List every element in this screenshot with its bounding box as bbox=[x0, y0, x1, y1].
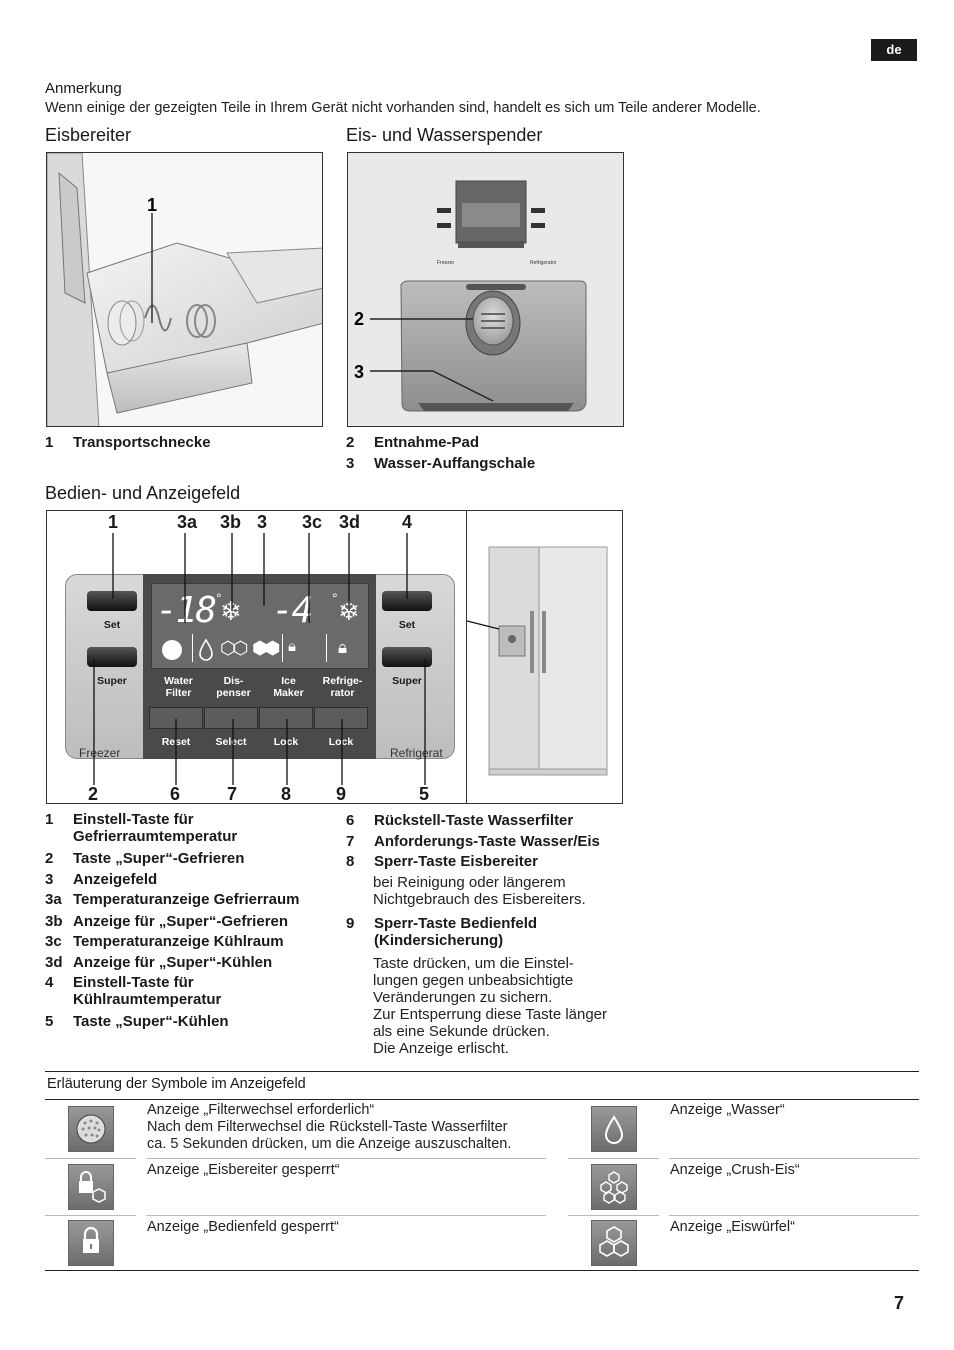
freezer-temperature: -18 bbox=[156, 590, 217, 631]
panel-lock-button[interactable] bbox=[314, 707, 368, 729]
symbol-filter-text: Anzeige „Filterwechsel erforderlich“Nach… bbox=[147, 1102, 512, 1152]
callout-bottom-5: 5 bbox=[419, 784, 430, 804]
control-panel-figure: 1 3a 3b 3 3c 3d 4 -18 ° ❄ -4 ° ❄ ⬡⬡ ⬢⬢ 🔒… bbox=[46, 510, 623, 804]
super-freeze-button[interactable] bbox=[87, 647, 137, 667]
symbols-title: Erläuterung der Symbole im Anzeigefeld bbox=[47, 1076, 306, 1092]
super-cool-label: Super bbox=[392, 675, 422, 687]
callout-bottom-7: 7 bbox=[227, 784, 238, 804]
refrigerator-label: Refrige-rator bbox=[322, 675, 363, 699]
callout-3: 3 bbox=[354, 362, 364, 382]
fridge-degree: ° bbox=[332, 590, 338, 606]
ice-cubes-display-icon: ⬢⬢ bbox=[252, 638, 280, 658]
symbol-crushed-ice-text: Anzeige „Crush-Eis“ bbox=[670, 1162, 800, 1178]
lock-ice-icon bbox=[68, 1164, 114, 1210]
set-refrigerator-label: Set bbox=[398, 619, 416, 631]
symbol-ice-cubes-text: Anzeige „Eiswürfel“ bbox=[670, 1219, 795, 1235]
callout-top-3b: 3b bbox=[220, 512, 242, 532]
set-freezer-button[interactable] bbox=[87, 591, 137, 611]
filter-dots-icon bbox=[68, 1106, 114, 1152]
set-freezer-label: Set bbox=[103, 619, 121, 631]
callout-1: 1 bbox=[147, 195, 157, 215]
callout-top-3c: 3c bbox=[302, 512, 323, 532]
dispenser-label: Dis-penser bbox=[216, 675, 251, 699]
ice-maker-lock-button[interactable] bbox=[259, 707, 313, 729]
callout-2: 2 bbox=[354, 309, 364, 329]
super-cool-button[interactable] bbox=[382, 647, 432, 667]
note-text: Wenn einige der gezeigten Teile in Ihrem… bbox=[45, 100, 761, 116]
refrigerator-zone-label: Refrigerat bbox=[390, 746, 443, 760]
legend-cp-9-desc: Taste drücken, um die Einstel- lungen ge… bbox=[373, 955, 608, 1057]
display-field: -18 ° ❄ -4 ° ❄ ⬡⬡ ⬢⬢ 🔒︎ 🔒︎ bbox=[151, 583, 369, 669]
select-label: Select bbox=[215, 736, 247, 748]
water-drop-display-icon bbox=[199, 638, 213, 661]
lock-label-1: Lock bbox=[273, 736, 299, 748]
set-refrigerator-button[interactable] bbox=[382, 591, 432, 611]
freezer-zone-label: Freezer bbox=[79, 746, 121, 760]
callout-top-4: 4 bbox=[402, 512, 413, 532]
freezer-degree: ° bbox=[216, 590, 222, 606]
fridge-illustration bbox=[467, 511, 622, 803]
callout-bottom-2: 2 bbox=[88, 784, 99, 804]
callout-bottom-8: 8 bbox=[281, 784, 292, 804]
callout-top-1: 1 bbox=[108, 512, 119, 532]
control-panel-title: Bedien- und Anzeigefeld bbox=[45, 483, 241, 503]
select-button[interactable] bbox=[204, 707, 258, 729]
crushed-ice-icon bbox=[591, 1164, 637, 1210]
callout-top-3d: 3d bbox=[339, 512, 361, 532]
ice-maker-lock-display-icon: 🔒︎ bbox=[288, 638, 296, 655]
fridge-temperature: -4 bbox=[272, 590, 313, 631]
symbol-water-text: Anzeige „Wasser“ bbox=[670, 1102, 785, 1118]
crushed-ice-display-icon: ⬡⬡ bbox=[220, 638, 248, 658]
callout-lines bbox=[93, 533, 426, 785]
callout-bottom-6: 6 bbox=[170, 784, 181, 804]
lock-icon bbox=[68, 1220, 114, 1266]
mini-refrigerator-label: Refrigerator bbox=[530, 260, 557, 266]
page-number: 7 bbox=[894, 1293, 905, 1313]
divider-icon-2 bbox=[282, 634, 283, 662]
callout-bottom-9: 9 bbox=[336, 784, 347, 804]
ice-cubes-icon bbox=[591, 1220, 637, 1266]
super-freeze-snowflake-icon: ❄ bbox=[220, 596, 242, 626]
divider-icon bbox=[192, 634, 193, 662]
symbol-ice-maker-locked-text: Anzeige „Eisbereiter gesperrt“ bbox=[147, 1162, 340, 1178]
language-tab: de bbox=[871, 39, 917, 61]
symbol-panel-locked-text: Anzeige „Bedienfeld gesperrt“ bbox=[147, 1219, 339, 1235]
dispenser-title: Eis- und Wasserspender bbox=[346, 125, 543, 145]
filter-indicator-icon bbox=[162, 640, 182, 660]
water-drop-icon bbox=[591, 1106, 637, 1152]
panel-lock-display-icon: 🔒︎ bbox=[338, 638, 348, 657]
ice-maker-title: Eisbereiter bbox=[45, 125, 132, 145]
ice-maker-figure: 1 bbox=[46, 152, 323, 427]
callout-top-3a: 3a bbox=[177, 512, 198, 532]
super-freeze-label: Super bbox=[97, 675, 127, 687]
dispenser-illustration: Freezer Refrigerator 2 3 bbox=[348, 153, 623, 426]
callout-top-3: 3 bbox=[257, 512, 268, 532]
lock-label-2: Lock bbox=[328, 736, 354, 748]
divider-icon-3 bbox=[326, 634, 327, 662]
mini-freezer-label: Freezer bbox=[437, 260, 455, 266]
note-heading: Anmerkung bbox=[45, 80, 122, 97]
ice-maker-illustration: 1 bbox=[47, 153, 322, 426]
dispenser-figure: Freezer Refrigerator 2 3 bbox=[347, 152, 624, 427]
